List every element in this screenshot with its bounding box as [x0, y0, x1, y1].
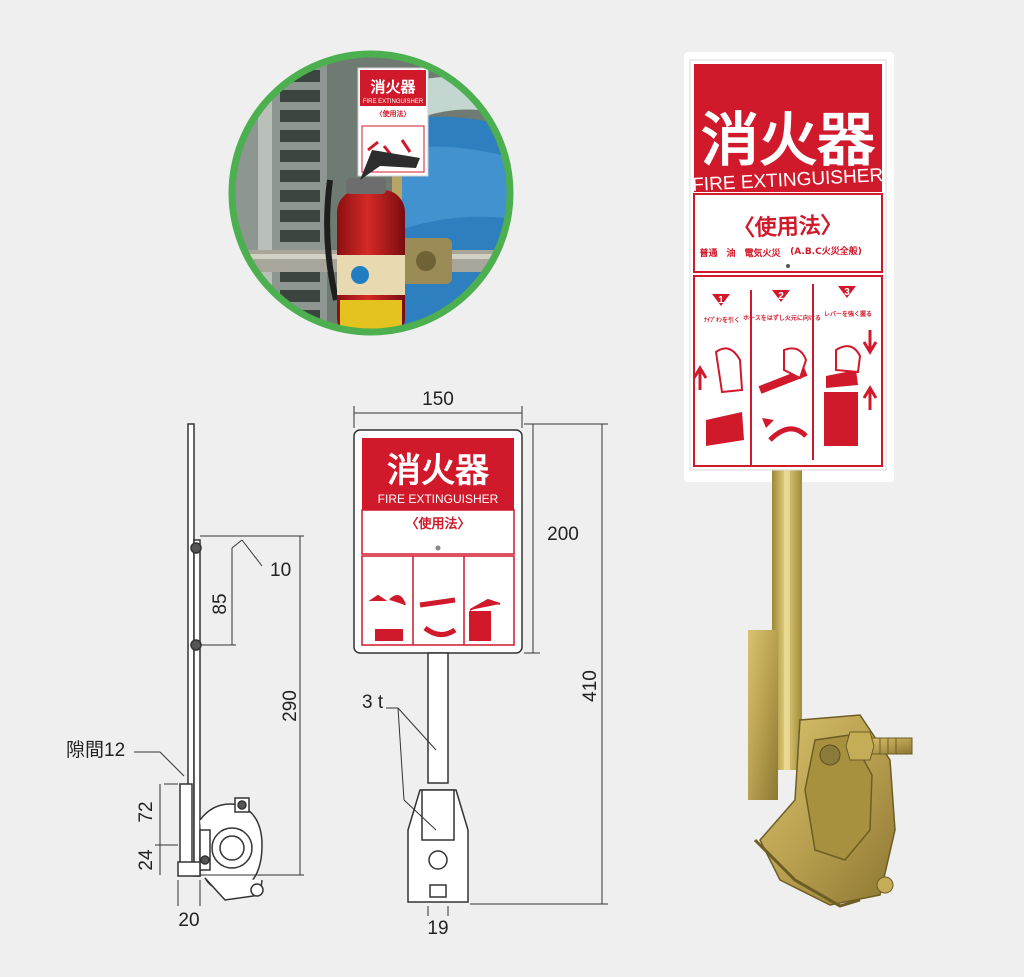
front-sign-title: 消火器	[387, 451, 490, 491]
mini-sign-title: 消火器	[370, 78, 416, 96]
render-step-1-number: 1	[718, 295, 724, 306]
dim-hole-spacing: 85	[210, 593, 231, 614]
dim-base-width: 20	[178, 910, 199, 931]
dim-width-top: 150	[422, 389, 454, 410]
front-sign-subtitle: FIRE EXTINGUISHER	[378, 492, 499, 506]
render-sign-title: 消火器	[701, 106, 876, 174]
mini-sign-subtitle: FIRE EXTINGUISHER	[363, 99, 424, 105]
dim-gap-label: 隙間12	[66, 739, 125, 761]
dim-clamp-height: 290	[280, 690, 301, 722]
front-view-sign: 消火器 FIRE EXTINGUISHER 〈使用法〉	[353, 429, 523, 903]
render-step-1-caption: ﾅｲﾌﾞｷﾝを引く	[704, 316, 740, 324]
dim-pole-width: 19	[427, 918, 448, 939]
render-sign-usage: 〈使用法〉	[732, 213, 843, 242]
dim-total-height: 410	[580, 670, 601, 702]
side-view-dimensions	[134, 535, 304, 906]
installation-photo: 消火器 FIRE EXTINGUISHER 〈使用法〉	[228, 50, 514, 336]
dim-offset: 10	[270, 560, 291, 581]
render-step-3-number: 3	[844, 287, 850, 298]
render-step-2-number: 2	[778, 291, 784, 302]
dim-sign-height: 200	[547, 524, 579, 545]
render-sign-usage-left: 普通 油 電気火災	[699, 247, 781, 259]
dim-clamp-upper: 72	[136, 801, 157, 822]
render-step-2-caption: ホースをはずし火元に向ける	[743, 314, 821, 322]
render-sign-usage-right: (A.B.C火災全般)	[790, 245, 862, 257]
mini-sign-usage: 〈使用法〉	[376, 109, 411, 118]
front-sign-usage: 〈使用法〉	[405, 516, 470, 532]
dim-thickness: 3 t	[362, 692, 384, 713]
side-view-drawing	[177, 423, 264, 901]
dim-clamp-lower: 24	[136, 849, 157, 871]
render-step-3-caption: レバーを強く握る	[824, 310, 872, 318]
product-render: 消火器 FIRE EXTINGUISHER 〈使用法〉 普通 油 電気火災 (A…	[684, 52, 913, 908]
render-sign-steps: 1 2 3 ﾅｲﾌﾞｷﾝを引く ホースをはずし火元に向ける レバーを強く握る	[692, 275, 883, 467]
front-view-dimensions	[353, 406, 608, 916]
